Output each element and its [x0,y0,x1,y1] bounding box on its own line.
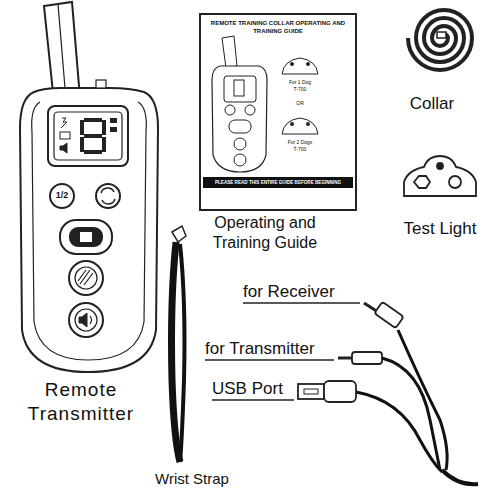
part-name: for Transmitter [205,338,365,359]
guide-note: For 1 Dog [272,79,328,85]
part-name: Wrist Strap [132,470,252,489]
part-name: Operating and Training Guide [198,213,332,253]
charging-cable [298,302,478,484]
guide-title: REMOTE TRAINING COLLAR OPERATING AND TRA… [207,20,349,35]
part-name: Collar [392,93,472,114]
test-light [404,156,476,196]
guide-note: For 2 Dogs [272,139,328,145]
part-name: Test Light [385,218,495,239]
part-name: for Receiver [243,281,383,302]
guide-footer: PLEASE READ THIS ENTIRE GUIDE BEFORE BEG… [203,180,353,186]
collar-coil [408,10,472,70]
button-label: 1/2 [50,190,74,201]
model-number: T-700 [272,146,328,152]
part-name: USB Port [212,378,332,399]
part-name: Remote Transmitter [6,378,156,426]
wrist-strap [172,226,187,462]
guide-note: OR [272,100,328,106]
guide-booklet [200,14,356,210]
remote-transmitter [20,2,158,372]
model-number: T-700 [272,86,328,92]
